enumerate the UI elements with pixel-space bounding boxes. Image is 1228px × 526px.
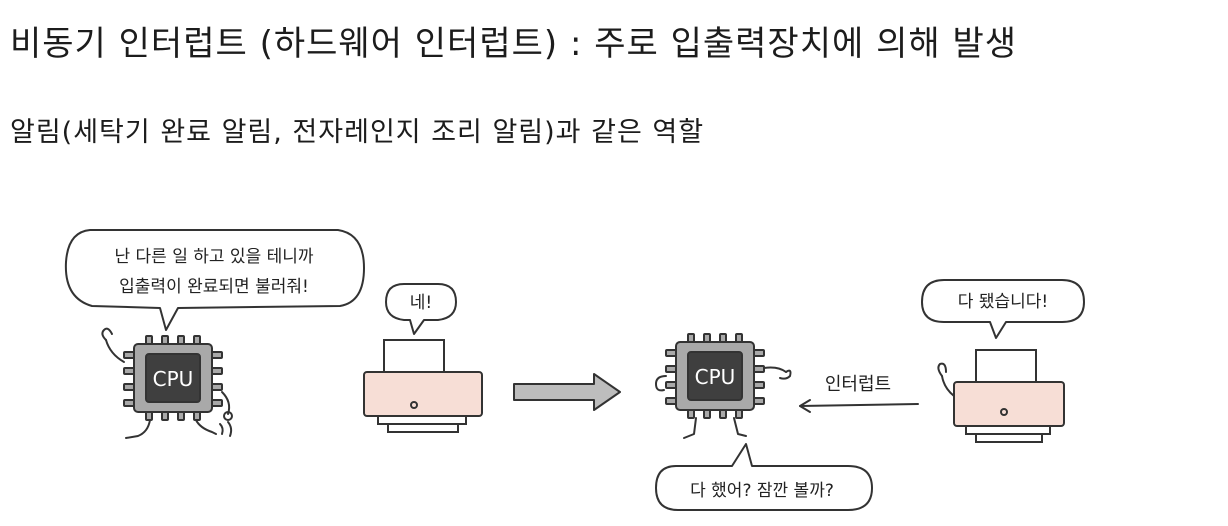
interrupt-arrow: 인터럽트 bbox=[799, 374, 919, 413]
cpu-speech-bubble-right: 다 했어? 잠깐 볼까? bbox=[655, 443, 873, 511]
cpu-chip-right: CPU bbox=[655, 333, 792, 439]
cpu-bubble-line2: 입출력이 완료되면 불러줘! bbox=[119, 277, 309, 297]
cpu-chip-left: CPU bbox=[101, 327, 233, 439]
printer-left bbox=[363, 339, 483, 433]
transition-arrow bbox=[513, 373, 621, 411]
cpu-bubble-line1: 난 다른 일 하고 있을 테니까 bbox=[114, 247, 313, 267]
printer-right bbox=[937, 349, 1065, 443]
page-title: 비동기 인터럽트 (하드웨어 인터럽트) : 주로 입출력장치에 의해 발생 bbox=[10, 24, 1018, 64]
printer-speech-bubble-left: 네! bbox=[385, 283, 457, 335]
cpu-label-left: CPU bbox=[153, 367, 194, 391]
cpu-label-right: CPU bbox=[695, 365, 736, 389]
printer-bubble-right: 다 됐습니다! bbox=[958, 292, 1048, 312]
cpu-bubble-right: 다 했어? 잠깐 볼까? bbox=[690, 481, 834, 501]
printer-speech-bubble-right: 다 됐습니다! bbox=[921, 279, 1085, 339]
cpu-speech-bubble-left: 난 다른 일 하고 있을 테니까 입출력이 완료되면 불러줘! bbox=[64, 229, 365, 331]
page-subtitle: 알림(세탁기 완료 알림, 전자레인지 조리 알림)과 같은 역할 bbox=[10, 117, 705, 148]
printer-bubble-left: 네! bbox=[410, 293, 432, 313]
interrupt-label: 인터럽트 bbox=[825, 374, 891, 395]
